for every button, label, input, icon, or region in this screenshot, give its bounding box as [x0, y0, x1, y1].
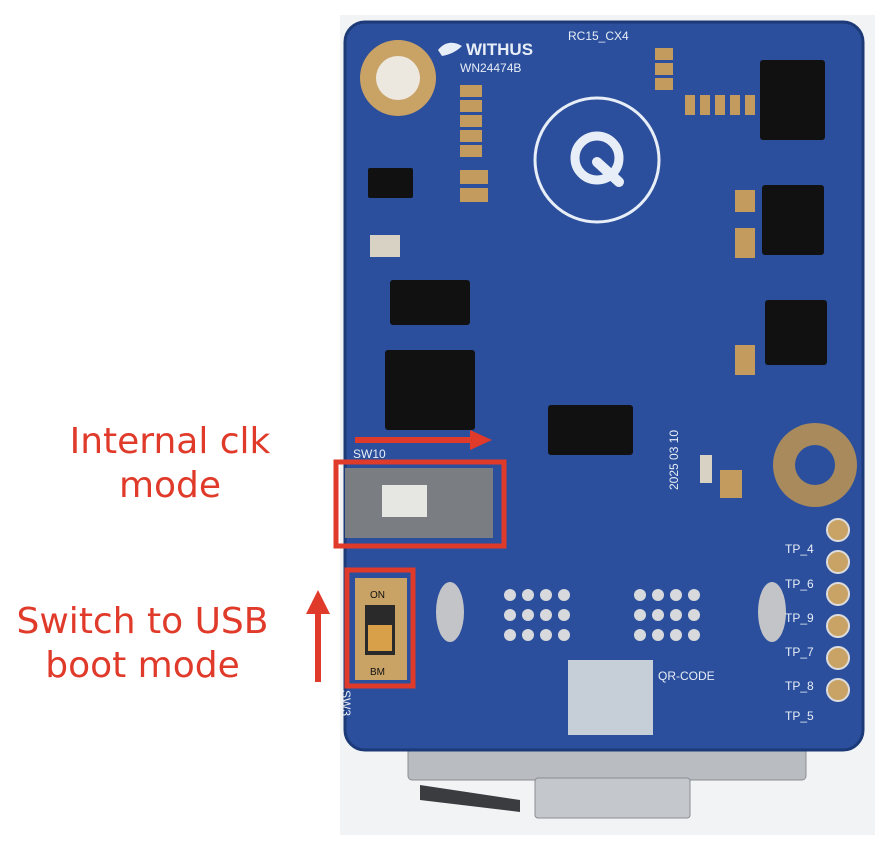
internal-clk-annotation: Internal clk mode [50, 420, 290, 508]
sw3-highlight-box [344, 567, 416, 689]
tp7-label: TP_7 [785, 645, 814, 659]
qr-label: QR-CODE [658, 669, 715, 683]
chip-u2 [368, 168, 413, 198]
test-points [826, 518, 850, 702]
mounting-hole-r-inner [795, 445, 835, 485]
up-arrow [306, 590, 330, 682]
connector-pads [436, 582, 786, 642]
chip-u4 [765, 300, 827, 365]
date-code: 2025 03 10 [667, 430, 681, 490]
bga-pads [504, 589, 700, 641]
part-number-text: WN24474B [460, 61, 521, 75]
silk-top-text: RC15_CX4 [568, 29, 629, 43]
brand-text: WITHUS [466, 40, 533, 59]
sw3-bm-label: BM [370, 667, 385, 678]
sw3-label: SW3 [339, 690, 353, 716]
tp8-label: TP_8 [785, 679, 814, 693]
internal-clk-line1: Internal clk [69, 421, 271, 462]
qr-code-area [568, 660, 653, 735]
internal-clk-line2: mode [118, 465, 222, 506]
tp4-label: TP_4 [785, 542, 814, 556]
sw3-switch-lever [368, 625, 392, 651]
chip-u17 [390, 280, 470, 325]
withus-logo: WITHUS WN24474B RC15_CX4 [438, 29, 629, 75]
chip-sop8 [385, 350, 475, 430]
chip-u1 [760, 60, 825, 140]
usb-boot-annotation: Switch to USB boot mode [0, 600, 285, 688]
chip-u12 [762, 185, 824, 255]
q-logo-ring [533, 96, 661, 224]
sw10-slider [382, 485, 427, 517]
tp9-label: TP_9 [785, 611, 814, 625]
passive-components [370, 48, 755, 498]
chip-u15 [548, 405, 633, 455]
sw10-label: SW10 [353, 447, 386, 461]
tp6-label: TP_6 [785, 577, 814, 591]
usb-connector-tab [534, 777, 691, 819]
q-logo-inner [570, 131, 624, 185]
q-logo-tail [592, 157, 624, 187]
usb-boot-line1: Switch to USB [16, 601, 269, 642]
pcb-board [345, 22, 863, 750]
right-arrow [355, 430, 492, 450]
mounting-hole-tl-inner [376, 56, 420, 100]
tp5-label: TP_5 [785, 709, 814, 723]
sw3-on-label: ON [370, 590, 385, 601]
sw10-highlight-box [333, 459, 507, 549]
connector-shadow [420, 785, 520, 812]
usb-boot-line2: boot mode [45, 645, 240, 686]
pcb-edge [343, 20, 865, 752]
